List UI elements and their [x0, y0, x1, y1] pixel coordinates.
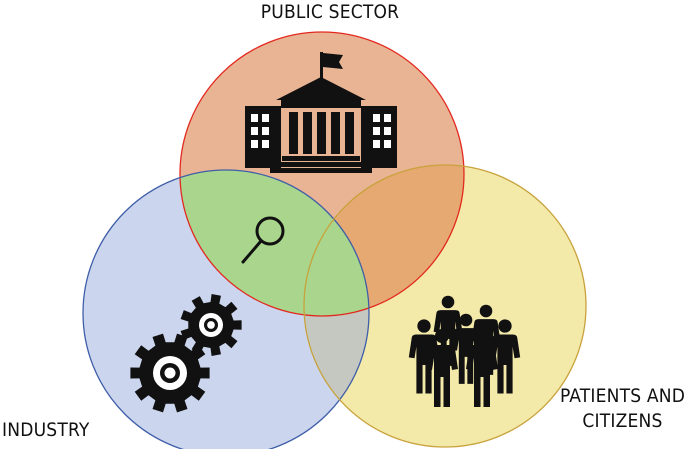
- patients-label-line1: PATIENTS AND: [560, 385, 685, 407]
- person-5: [489, 319, 521, 394]
- person-7: [466, 329, 498, 407]
- gears-icon: [130, 294, 242, 413]
- patients-outline: [303, 164, 587, 448]
- government-building-icon: [245, 52, 397, 173]
- public-sector-label: PUBLIC SECTOR: [260, 1, 400, 23]
- patients-citizens-label: PATIENTS AND CITIZENS: [560, 384, 685, 434]
- industry-outline: [82, 169, 370, 449]
- gear-2-hole: [207, 321, 215, 329]
- public-sector-outline: [179, 31, 465, 317]
- person-6: [426, 329, 458, 407]
- magnifier-icon: [241, 216, 285, 264]
- crowd-icon: [408, 295, 521, 407]
- gear-1-hole: [164, 367, 176, 379]
- industry-label: INDUSTRY: [2, 419, 90, 441]
- person-3: [451, 313, 481, 384]
- patients-label-line2: CITIZENS: [582, 410, 663, 432]
